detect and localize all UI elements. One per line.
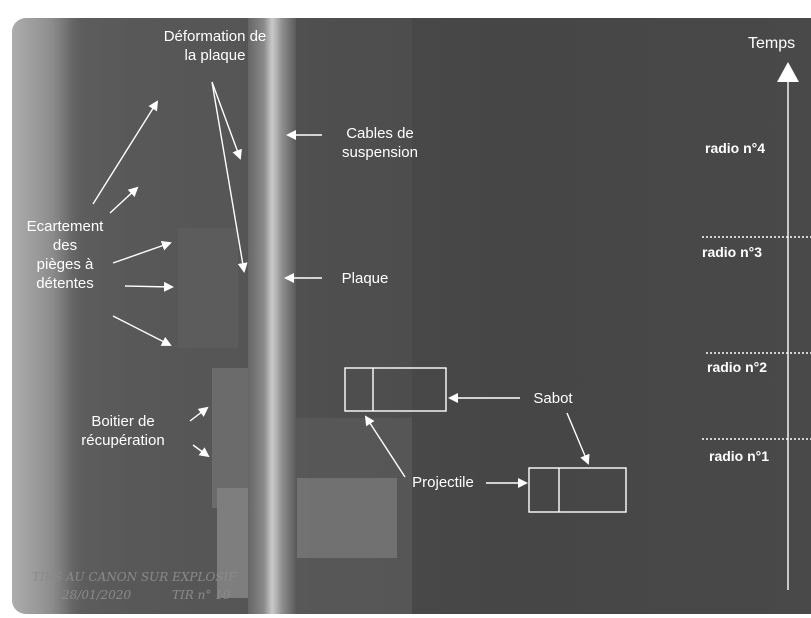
bright-spot xyxy=(297,478,397,558)
projectile-box-upper xyxy=(344,367,447,412)
left-edge-glow xyxy=(12,18,82,614)
arrow-trap-5 xyxy=(112,315,172,346)
trap-shadow xyxy=(178,228,238,348)
arrow-boitier-1 xyxy=(189,406,209,422)
label-temps: Temps xyxy=(748,35,796,52)
projectile-box-lower xyxy=(528,467,627,513)
radio-3-label: radio n°3 xyxy=(702,244,763,260)
radio-4-label: radio n°4 xyxy=(705,140,766,156)
radio-2-label: radio n°2 xyxy=(707,359,768,375)
label-deformation: Déformation de la plaque xyxy=(163,28,267,64)
arrow-trap-2 xyxy=(109,186,139,214)
handwritten-line-2: 28/01/2020 xyxy=(62,588,132,602)
radio-1-label: radio n°1 xyxy=(709,448,770,464)
handwritten-line-1: TIRS AU CANON SUR EXPLOSIF xyxy=(32,570,237,584)
handwritten-note: TIRS AU CANON SUR EXPLOSIF 28/01/2020 TI… xyxy=(32,570,292,615)
time-axis-arrowhead xyxy=(777,62,799,82)
label-ecartement: Ecartement des pièges à détentes xyxy=(26,218,104,292)
arrow-boitier-2 xyxy=(192,444,210,458)
arrow-projectile-1 xyxy=(364,415,406,478)
radiograph-image xyxy=(12,18,811,614)
label-boitier: Boitier de récupération xyxy=(81,413,165,449)
arrow-sabot-2 xyxy=(566,412,590,465)
label-plaque: Plaque xyxy=(341,270,389,287)
arrow-deformation-2 xyxy=(211,81,248,273)
arrow-trap-3 xyxy=(112,240,172,264)
label-sabot: Sabot xyxy=(533,390,573,407)
arrow-deformation-1 xyxy=(211,81,242,160)
background-region xyxy=(412,18,811,614)
arrow-trap-4 xyxy=(124,281,174,292)
handwritten-line-3: TIR n° 10 xyxy=(172,588,231,602)
arrow-trap-1 xyxy=(92,100,159,205)
label-projectile: Projectile xyxy=(412,474,474,491)
plate-strip xyxy=(248,18,296,614)
label-cables: Cables de suspension xyxy=(342,125,418,161)
